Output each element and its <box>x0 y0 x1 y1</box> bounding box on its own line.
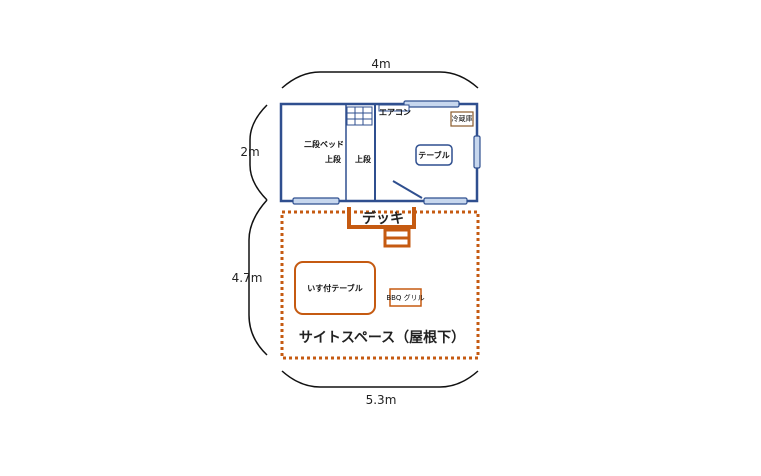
ladder <box>346 106 373 126</box>
site-space-outline <box>280 210 480 360</box>
table-with-chairs <box>294 261 376 315</box>
site-space: デッキ いす付テーブル BBQ グリル サイトスペース（屋根下） <box>280 207 480 360</box>
left-upper-dimension: 2m <box>240 104 268 201</box>
fridge-label: 冷蔵庫 <box>452 114 473 123</box>
bbq-grill-label: BBQ グリル <box>386 293 424 302</box>
bbq-grill <box>389 288 422 307</box>
left-upper-height-label: 2m <box>240 145 259 159</box>
bottom-left-window <box>292 197 340 205</box>
door <box>392 180 423 199</box>
bunk-bed-label: 二段ベッド <box>304 139 344 149</box>
cabin: エアコン 冷蔵庫 テーブル 二段ベッド 上段 上段 <box>279 100 481 205</box>
deck-steps <box>383 228 411 248</box>
site-space-label: サイトスペース（屋根下） <box>299 329 465 346</box>
left-lower-height-label: 4.7m <box>232 271 263 285</box>
bottom-dimension: 5.3m <box>281 370 479 407</box>
top-window <box>403 100 460 108</box>
aircon-label: エアコン <box>379 108 411 117</box>
table-with-chairs-label: いす付テーブル <box>307 283 363 293</box>
bottom-width-label: 5.3m <box>366 393 397 407</box>
deck-label: デッキ <box>362 210 404 227</box>
top-width-label: 4m <box>371 57 390 71</box>
deck <box>347 207 416 229</box>
upper-left-label: 上段 <box>325 154 341 164</box>
fridge <box>450 111 474 127</box>
aircon-unit <box>378 104 410 112</box>
bottom-right-window <box>423 197 468 205</box>
top-dimension: 4m <box>281 57 479 89</box>
table-label: テーブル <box>418 150 450 160</box>
cabin-table <box>415 144 453 166</box>
left-lower-dimension: 4.7m <box>232 199 268 356</box>
right-window <box>473 135 481 169</box>
upper-right-label: 上段 <box>355 154 371 164</box>
